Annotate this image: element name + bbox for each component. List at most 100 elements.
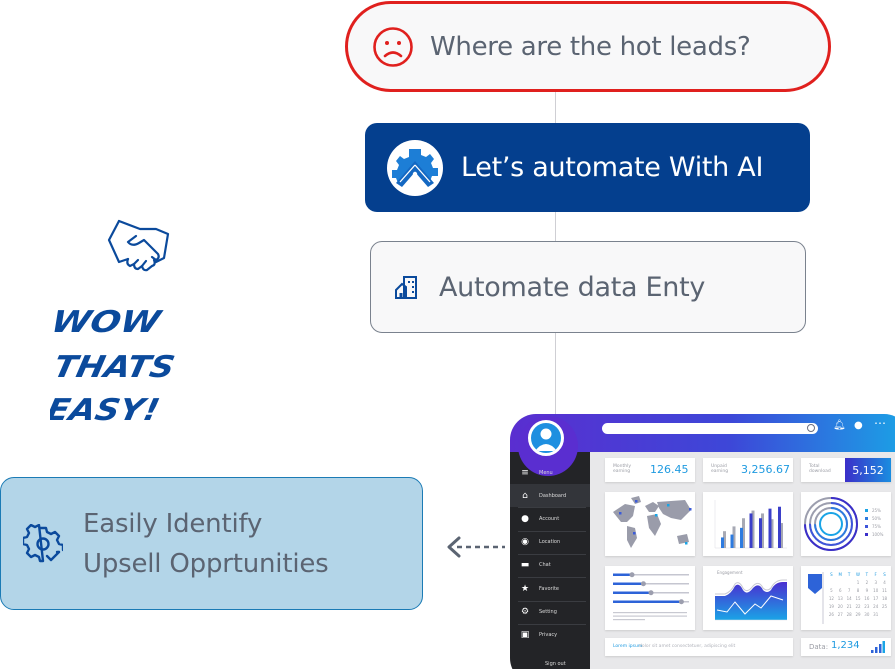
ring-legend-item: 50% (865, 514, 883, 522)
calendar-day[interactable]: 20 (837, 604, 843, 609)
sad-face-icon (373, 26, 413, 67)
upsell-pill: Easily Identify Upsell Opprtunities (0, 477, 423, 610)
slider-knob[interactable] (640, 581, 646, 587)
sidebar-item-favorite[interactable]: ★Favorite (520, 583, 559, 594)
upsell-line-1: Easily Identify (83, 508, 263, 539)
ring-chart (804, 497, 858, 551)
slider-fill (613, 600, 682, 603)
gear-check-icon (23, 523, 63, 562)
calendar-weekday: T (847, 572, 851, 577)
slider-knob[interactable] (648, 590, 654, 596)
calendar-day[interactable]: 19 (828, 604, 834, 609)
upsell-line-2: Upsell Opprtunities (83, 548, 329, 579)
home-icon: ⌂ (522, 490, 528, 501)
bar-grey (732, 526, 736, 548)
dashboard-search-input[interactable] (602, 423, 818, 434)
calendar-day[interactable]: 13 (837, 596, 843, 601)
calendar-day[interactable]: 28 (846, 612, 852, 617)
sidebar-item-location[interactable]: ◉Location (521, 537, 561, 548)
legend-swatch (865, 532, 868, 536)
user-icon: ● (521, 513, 529, 524)
calendar-day[interactable]: 27 (837, 612, 843, 617)
bar-grey (770, 519, 774, 548)
slider-knob[interactable] (629, 572, 635, 578)
calendar-day[interactable]: 11 (882, 588, 888, 593)
more-icon[interactable]: ⋯ (874, 416, 886, 430)
calendar-day[interactable]: 24 (873, 604, 879, 609)
footer-text-card: Lorem ipsum dolor sit amet consectetuer,… (605, 638, 793, 656)
calendar-day[interactable]: 22 (855, 604, 861, 609)
calendar-day[interactable]: 2 (865, 580, 869, 585)
ai-automate-pill: Let’s automate With AI (365, 123, 810, 212)
data-count-card: Data: 1,234 (801, 638, 891, 656)
calendar-day[interactable]: 26 (828, 612, 834, 617)
calendar-day[interactable]: 9 (865, 588, 869, 593)
engagement-area-chart (715, 579, 787, 621)
calendar-day[interactable]: 5 (830, 588, 833, 593)
bell-icon[interactable]: 🔔︎ (833, 420, 846, 431)
menu-divider (518, 507, 586, 509)
building-icon (395, 276, 417, 299)
calendar-day[interactable]: 29 (855, 612, 861, 617)
slider-fill (613, 582, 644, 585)
slider-knob[interactable] (678, 599, 684, 605)
calendar-day[interactable]: 14 (846, 596, 852, 601)
calendar-day[interactable]: 18 (882, 596, 888, 601)
avatar[interactable] (528, 420, 564, 456)
calendar-day[interactable]: 7 (847, 588, 851, 593)
sidebar-item-chat[interactable]: ▬Chat (520, 560, 551, 571)
location-icon: ◉ (521, 537, 529, 548)
hamburger-icon: ≡ (521, 467, 529, 478)
bar-blue (730, 534, 734, 548)
ring-chart-card: 25%50%75%100% (801, 492, 891, 556)
calendar-day[interactable]: 23 (864, 604, 870, 609)
dashed-arrow-left-icon (447, 536, 505, 558)
calendar-day[interactable]: 31 (873, 612, 879, 617)
bookmark-icon (808, 574, 822, 594)
ring-legend-item: 100% (865, 530, 883, 538)
world-map-icon (613, 496, 692, 548)
calendar-day[interactable]: 12 (828, 596, 834, 601)
bar-grey (742, 518, 745, 548)
user-icon[interactable]: ● (854, 420, 863, 431)
sidebar-item-dashboard[interactable]: ⌂Dashboard (510, 484, 590, 507)
calendar-day[interactable]: 6 (839, 588, 842, 593)
sidebar-item-privacy[interactable]: ▣Privacy (520, 630, 558, 641)
bar-blue (721, 537, 724, 548)
menu-divider (518, 553, 586, 555)
calendar-day[interactable]: 30 (864, 612, 870, 617)
text-line (613, 619, 645, 621)
calendar-day[interactable]: 8 (856, 588, 860, 593)
calendar-day (880, 612, 889, 617)
menu-divider (518, 623, 586, 625)
stat-card-downloads: Total download 5,152 (801, 458, 891, 482)
calendar-weekday: S (883, 572, 886, 577)
sidebar-item-account[interactable]: ●Account (521, 513, 560, 524)
wow-thats-easy-text: WOW THATS EASY! (50, 305, 178, 428)
calendar-weekday: M (838, 572, 842, 577)
calendar-day[interactable]: 15 (855, 596, 861, 601)
calendar-day[interactable]: 21 (846, 604, 852, 609)
bar-chart (714, 500, 787, 549)
calendar-weekday: T (865, 572, 869, 577)
bar-grey (761, 513, 764, 548)
legend-swatch (865, 516, 868, 520)
calendar-weekday: F (874, 572, 877, 577)
sidebar-item-setting[interactable]: ⚙Setting (520, 607, 557, 617)
calendar-day[interactable]: 3 (874, 580, 877, 585)
calendar-day[interactable]: 4 (883, 580, 886, 585)
star-icon: ★ (520, 583, 530, 594)
slider-fill (613, 573, 632, 576)
calendar-day[interactable]: 10 (873, 588, 879, 593)
calendar-day[interactable]: 16 (864, 596, 870, 601)
bar-chart-card (703, 492, 793, 556)
legend-swatch (865, 508, 868, 512)
calendar-day[interactable]: 25 (882, 604, 888, 609)
sidebar-menu-toggle[interactable]: ≡ Menu (521, 467, 553, 478)
ai-gear-logo-icon (387, 139, 443, 196)
calendar-weekday: W (856, 572, 860, 577)
calendar-day[interactable]: 1 (856, 580, 860, 585)
calendar-day[interactable]: 17 (873, 596, 879, 601)
sign-out-link[interactable]: Sign out (545, 660, 566, 667)
